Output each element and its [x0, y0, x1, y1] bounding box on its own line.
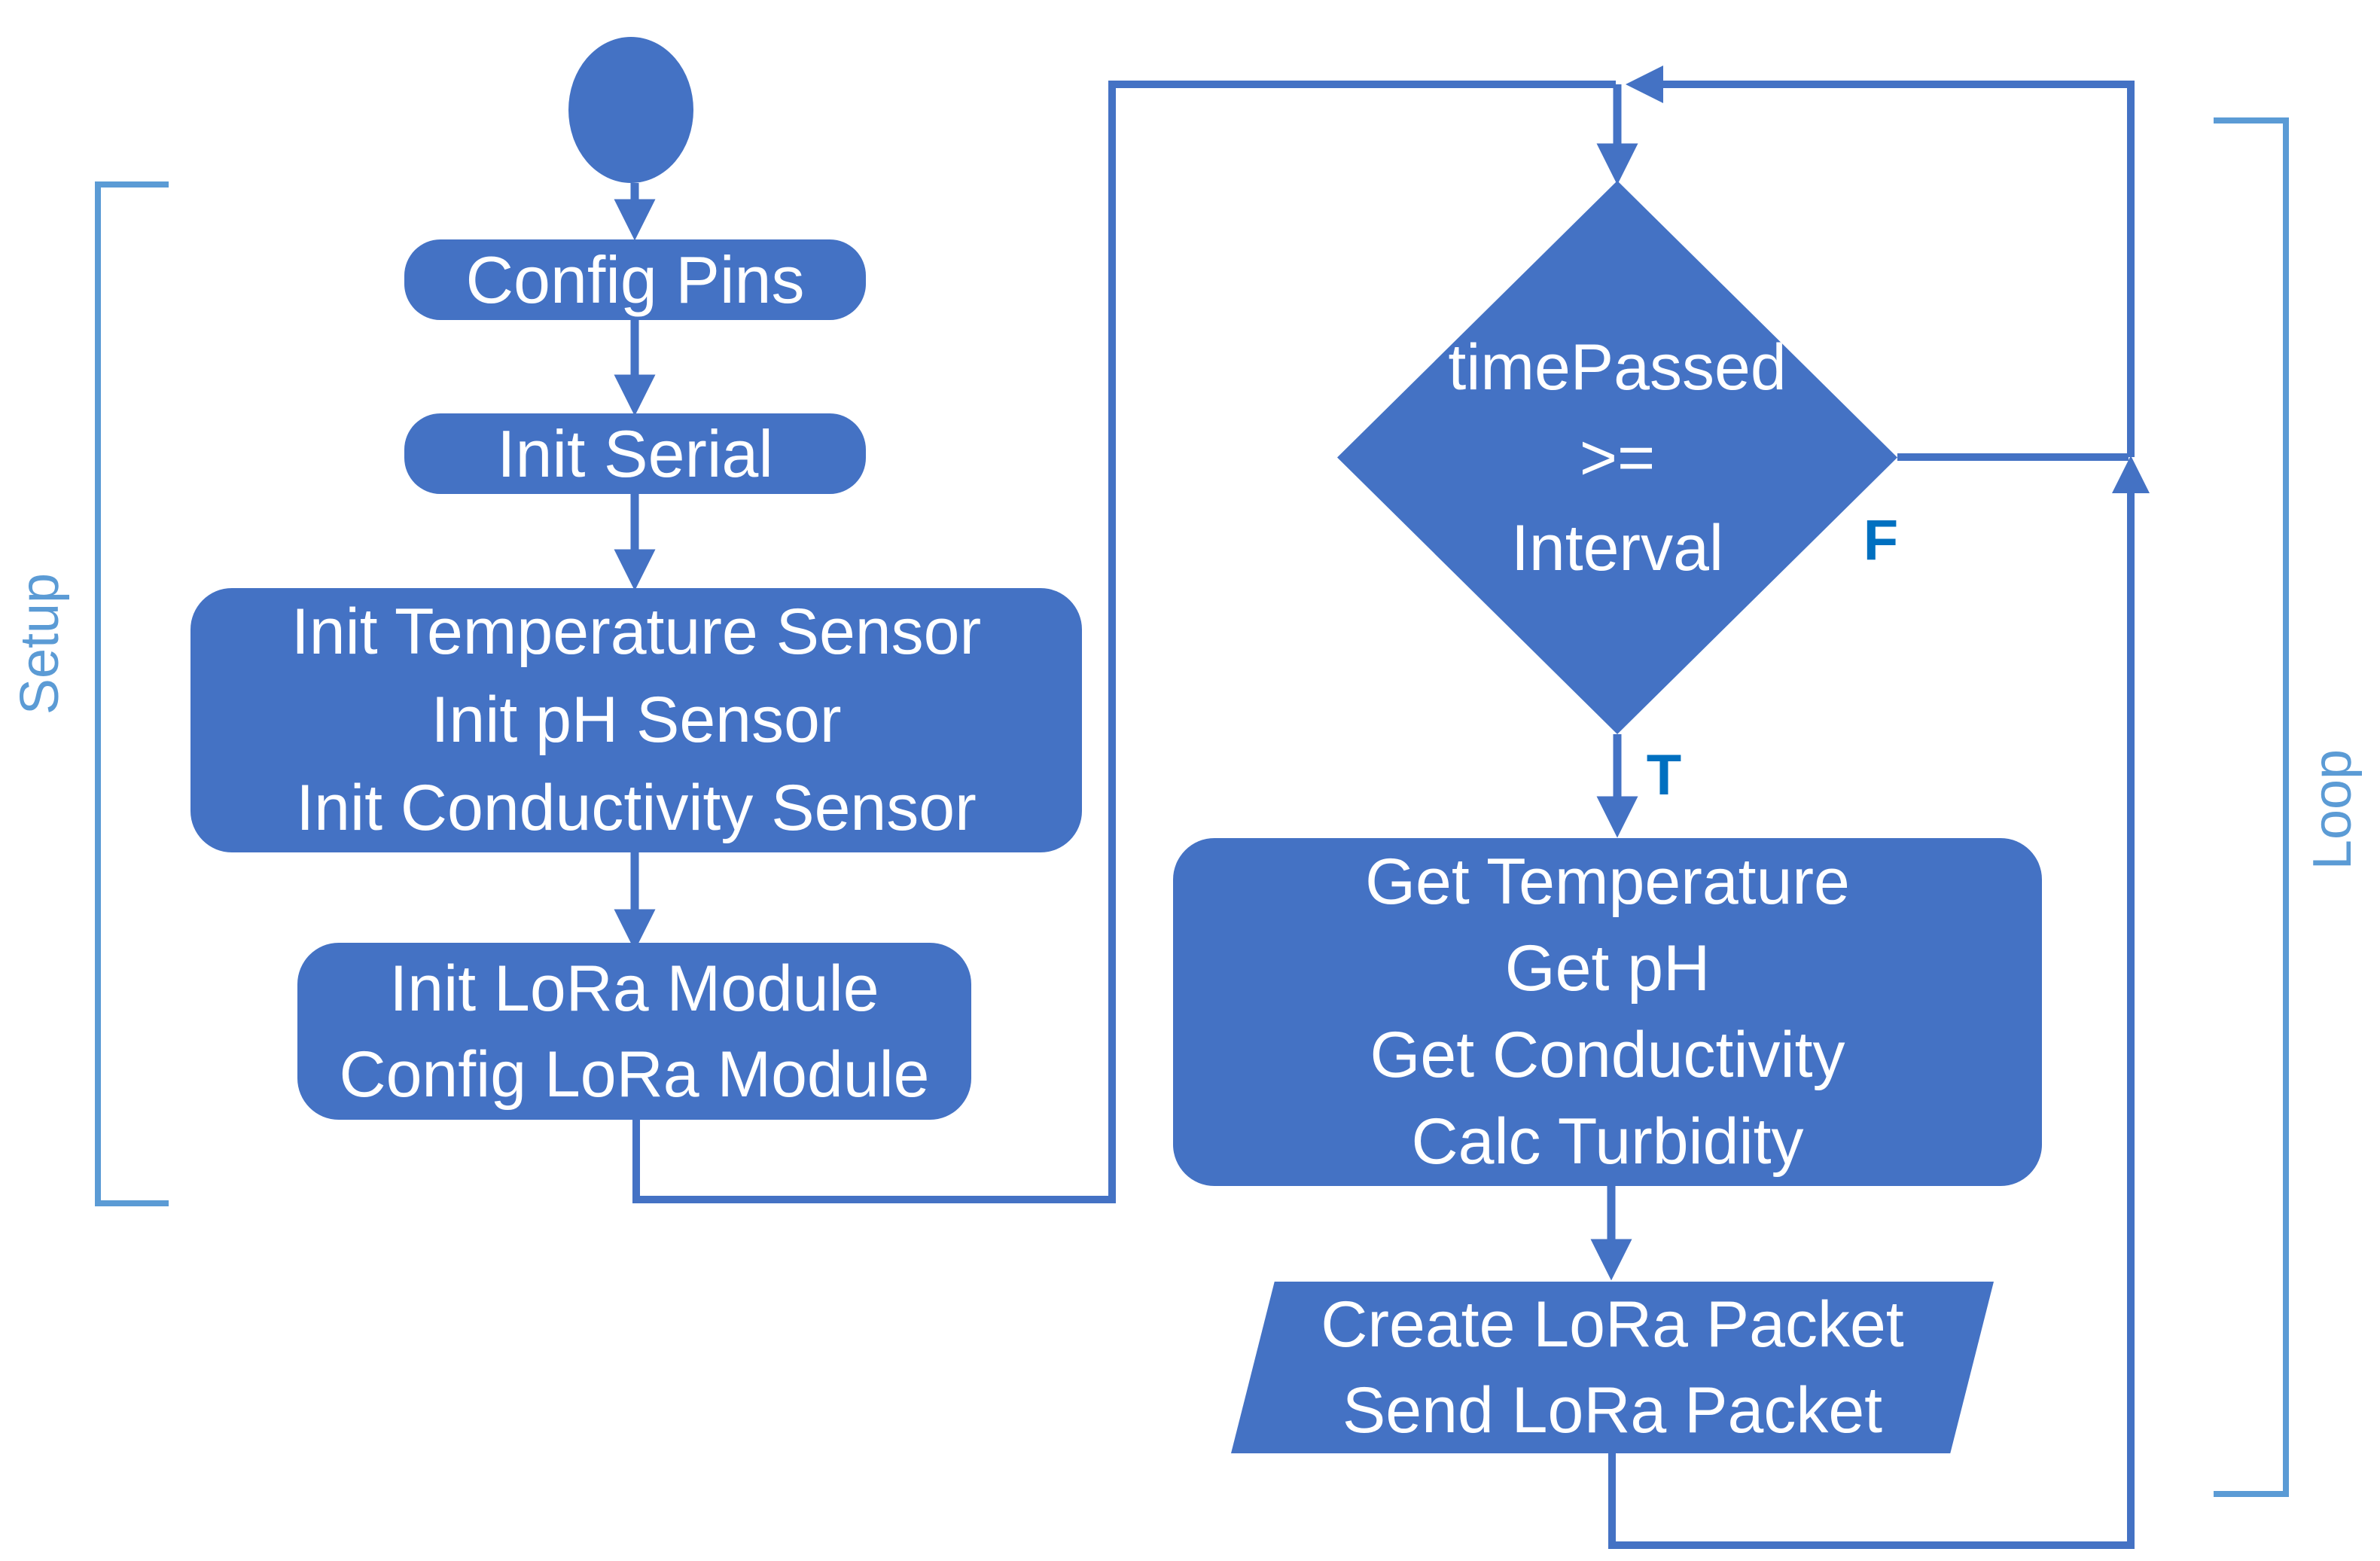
node-label-line: Init pH Sensor [431, 684, 842, 756]
node-label-line: Create LoRa Packet [1321, 1288, 1904, 1361]
node-label-line: Get Conductivity [1370, 1019, 1845, 1091]
node-label: Init Serial [497, 416, 773, 491]
branch-label-true: T [1646, 743, 1682, 807]
node-init-lora: Init LoRa Module Config LoRa Module [297, 943, 971, 1120]
node-label-line: Init LoRa Module [389, 952, 879, 1025]
node-label-line: Config LoRa Module [339, 1038, 930, 1111]
edge-setup-exit-to-top [632, 81, 1616, 1203]
node-label-line: Get pH [1504, 932, 1711, 1005]
loop-bracket [2214, 117, 2289, 1497]
node-label-line: Send LoRa Packet [1342, 1374, 1883, 1447]
start-node [568, 37, 693, 183]
node-label-line: timePassed [1448, 331, 1787, 404]
region-label-setup: Setup [10, 572, 70, 715]
node-config-pins: Config Pins [404, 239, 866, 320]
branch-label-false: F [1863, 508, 1899, 572]
edge-packet-loop-return [1608, 456, 2150, 1549]
node-label-line: Init Conductivity Sensor [296, 772, 977, 844]
node-label-line: Init Temperature Sensor [291, 596, 982, 668]
node-label-line: Get Temperature [1365, 846, 1850, 918]
node-init-sensors: Init Temperature Sensor Init pH Sensor I… [190, 588, 1082, 852]
region-label-loop: Loop [2302, 748, 2363, 870]
node-label: Config Pins [465, 242, 805, 317]
node-send-lora-packet: Create LoRa Packet Send LoRa Packet [1231, 1282, 1994, 1453]
node-label-line: Interval [1510, 511, 1724, 584]
node-init-serial: Init Serial [404, 413, 866, 494]
edge-loop-riser-to-top [1626, 66, 2135, 457]
node-read-sensors: Get Temperature Get pH Get Conductivity … [1173, 838, 2042, 1186]
setup-bracket [95, 181, 169, 1206]
node-label-line: Calc Turbidity [1411, 1105, 1804, 1178]
node-label-line: >= [1579, 421, 1656, 494]
